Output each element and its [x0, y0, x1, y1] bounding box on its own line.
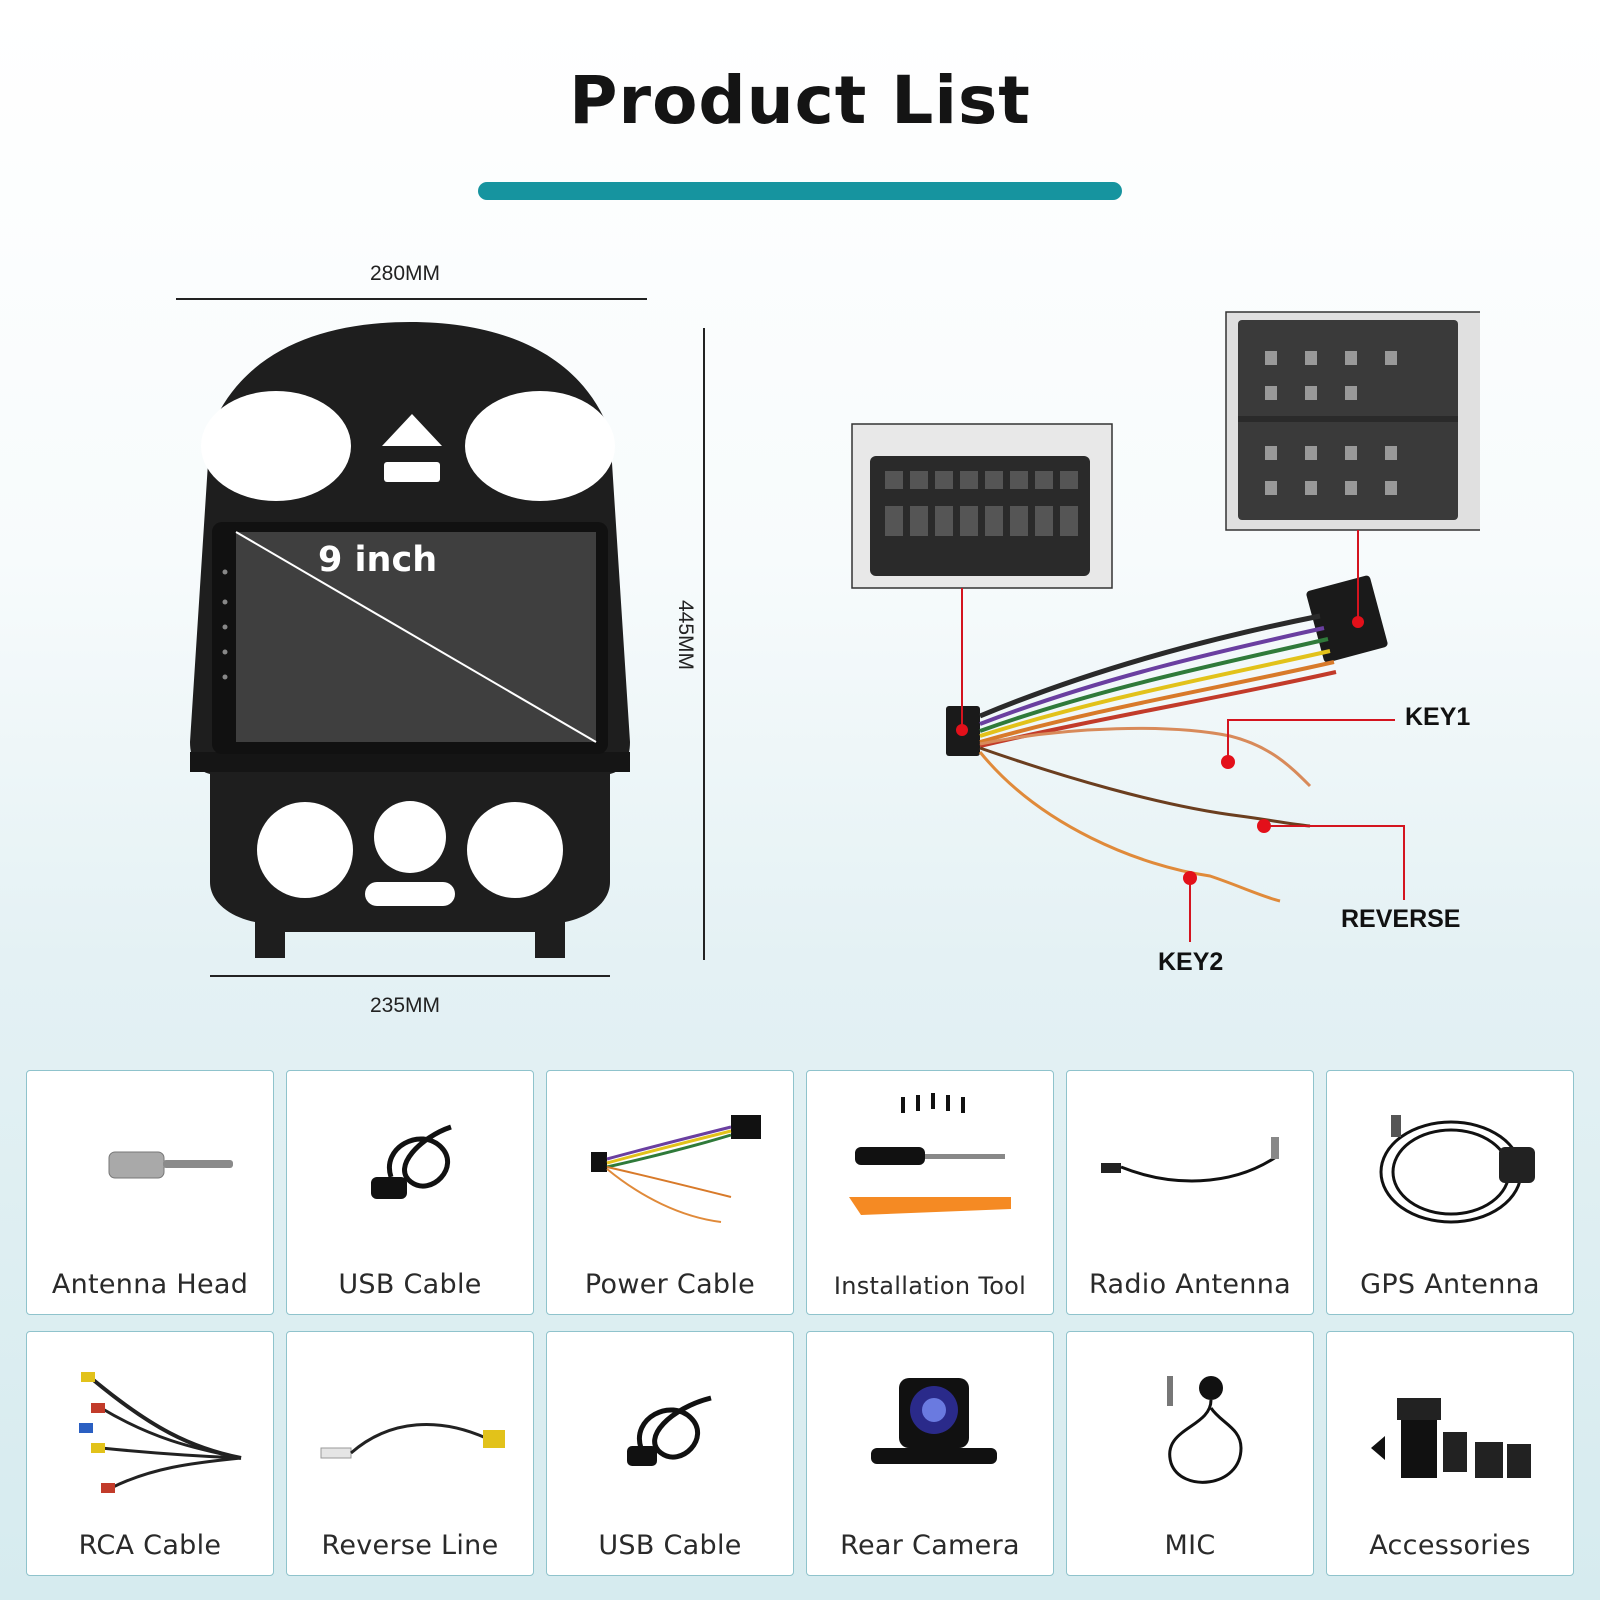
product-card-reverse-line: Reverse Line	[286, 1331, 534, 1576]
product-label: Power Cable	[584, 1269, 756, 1300]
product-card-mic: MIC	[1066, 1331, 1314, 1576]
dimension-height-line	[703, 328, 705, 960]
product-label: USB Cable	[598, 1530, 742, 1561]
product-label: Radio Antenna	[1089, 1269, 1291, 1300]
dimension-top-width: 280MM	[370, 262, 441, 285]
product-label: Installation Tool	[833, 1272, 1027, 1300]
installation-tool-icon	[849, 1093, 1011, 1215]
product-card-usb-cable: USB Cable	[286, 1070, 534, 1315]
product-card-usb-cable-2: USB Cable	[546, 1331, 794, 1576]
product-label: Accessories	[1369, 1530, 1531, 1561]
product-card-radio-antenna: Radio Antenna	[1066, 1070, 1314, 1315]
product-card-rear-camera: Rear Camera	[806, 1331, 1054, 1576]
wire-label-key2: KEY2	[1158, 948, 1224, 976]
dimension-bottom-line	[210, 975, 610, 977]
reverse-line-icon	[320, 1423, 505, 1459]
usb-cable-icon	[371, 1124, 452, 1199]
usb-cable-icon	[627, 1395, 712, 1466]
page-title: Product List	[569, 62, 1031, 139]
product-card-gps-antenna: GPS Antenna	[1326, 1070, 1574, 1315]
gps-antenna-icon	[1379, 1115, 1535, 1224]
wire-label-reverse: REVERSE	[1341, 905, 1461, 933]
antenna-head-icon	[108, 1151, 233, 1179]
screen-size-label: 9 inch	[318, 540, 438, 580]
product-card-antenna-head: Antenna Head	[26, 1070, 274, 1315]
dimension-bottom-width: 235MM	[370, 994, 441, 1017]
power-cable-icon	[591, 1115, 761, 1223]
wiring-harness-illustration	[851, 311, 1480, 942]
rear-camera-icon	[871, 1378, 997, 1464]
product-label: Reverse Line	[321, 1530, 499, 1561]
product-label: Rear Camera	[840, 1530, 1020, 1561]
product-card-rca-cable: RCA Cable	[26, 1331, 274, 1576]
product-label: RCA Cable	[78, 1530, 222, 1561]
wire-label-key1: KEY1	[1405, 703, 1471, 731]
product-label: Antenna Head	[51, 1269, 249, 1300]
head-unit-panel-illustration	[190, 322, 630, 958]
product-label: USB Cable	[338, 1269, 482, 1300]
rca-cable-icon	[79, 1372, 242, 1493]
product-grid: Antenna Head USB Cable Power Cable Insta…	[26, 1070, 1576, 1576]
product-card-installation-tool: Installation Tool	[806, 1070, 1054, 1315]
mic-icon	[1167, 1376, 1243, 1484]
product-card-power-cable: Power Cable	[546, 1070, 794, 1315]
accessories-icon	[1371, 1398, 1531, 1478]
product-label: MIC	[1164, 1530, 1216, 1561]
product-card-accessories: Accessories	[1326, 1331, 1574, 1576]
dimension-top-line	[176, 298, 647, 300]
product-label: GPS Antenna	[1360, 1269, 1540, 1300]
radio-antenna-icon	[1101, 1137, 1279, 1183]
title-underline	[478, 182, 1122, 200]
dimension-height: 445MM	[674, 600, 697, 671]
